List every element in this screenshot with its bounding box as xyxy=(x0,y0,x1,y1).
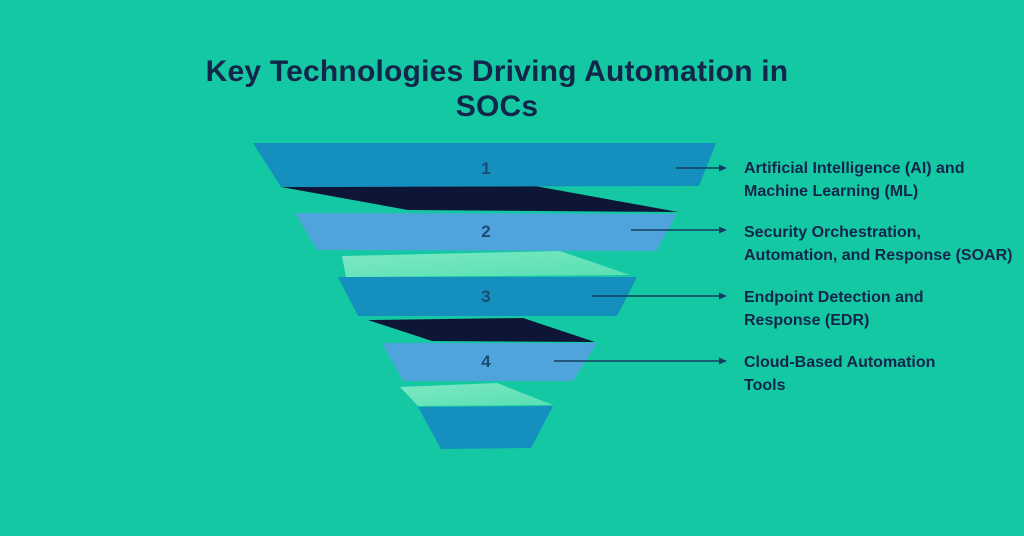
connector-arrow-3 xyxy=(592,292,727,300)
funnel-gap-band-dark-1 xyxy=(281,186,678,212)
tier-3-number: 3 xyxy=(481,287,490,306)
connector-arrow-4 xyxy=(554,357,727,365)
tier-4-label-line-1: Cloud-Based Automation xyxy=(744,354,935,371)
tier-2-label-line-2: Automation, and Response (SOAR) xyxy=(744,247,1012,264)
tier-1-label-line-2: Machine Learning (ML) xyxy=(744,183,918,200)
funnel-tier-3-shape xyxy=(338,277,637,316)
page-title-line-1: Key Technologies Driving Automation in xyxy=(206,55,789,88)
tier-1-label-line-1: Artificial Intelligence (AI) and xyxy=(744,160,964,177)
arrow-head-icon xyxy=(719,292,727,300)
funnel-tier-4-shape xyxy=(382,343,597,381)
tier-3-label-line-2: Response (EDR) xyxy=(744,312,869,329)
funnel-gap-band-mint-1 xyxy=(342,251,630,277)
funnel-tier-1-shape xyxy=(253,143,716,187)
tier-1-label: Artificial Intelligence (AI) and Machine… xyxy=(744,160,964,200)
tier-1-number: 1 xyxy=(481,159,490,178)
arrow-head-icon xyxy=(719,226,727,234)
tier-2-label-line-1: Security Orchestration, xyxy=(744,224,921,241)
tier-4-label-line-2: Tools xyxy=(744,377,786,394)
funnel-tier-2-shape xyxy=(295,213,677,251)
arrow-head-icon xyxy=(719,357,727,365)
funnel-gap-band-dark-2 xyxy=(368,318,595,342)
page-title: Key Technologies Driving Automation in S… xyxy=(206,55,789,123)
tier-2-label: Security Orchestration, Automation, and … xyxy=(744,224,1012,264)
tier-4-label: Cloud-Based Automation Tools xyxy=(744,354,935,394)
connector-arrow-2 xyxy=(631,226,727,234)
funnel-spout-shape xyxy=(418,406,553,449)
arrow-head-icon xyxy=(719,164,727,172)
tier-4-number: 4 xyxy=(481,352,491,371)
tier-2-number: 2 xyxy=(481,222,490,241)
tier-3-label: Endpoint Detection and Response (EDR) xyxy=(744,289,924,329)
tier-3-label-line-1: Endpoint Detection and xyxy=(744,289,924,306)
funnel-gap-band-mint-2 xyxy=(400,383,553,406)
connector-arrow-1 xyxy=(676,164,727,172)
page-title-line-2: SOCs xyxy=(456,90,539,123)
